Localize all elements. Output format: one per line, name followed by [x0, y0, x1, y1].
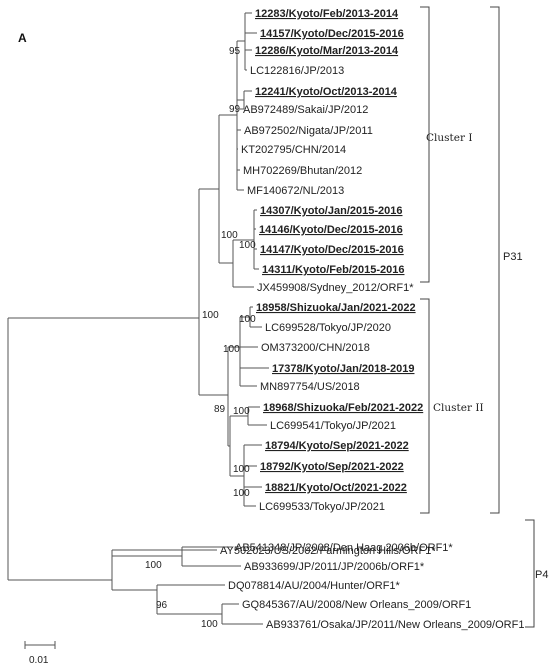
taxon-label-study-strain: 18821/Kyoto/Oct/2021-2022 [265, 482, 407, 494]
bootstrap-value: 100 [233, 488, 250, 499]
bootstrap-value: 89 [214, 404, 226, 415]
taxon-label-reference: LC122816/JP/2013 [250, 65, 344, 77]
cluster-2-bracket: Cluster II [420, 298, 484, 514]
taxon-label-reference: LC699541/Tokyo/JP/2021 [270, 420, 396, 432]
bootstrap-value: 99 [229, 104, 241, 115]
taxon-label-reference: MH702269/Bhutan/2012 [243, 165, 362, 177]
taxon-label-reference: MF140672/NL/2013 [247, 185, 344, 197]
taxon-label-study-strain: 12283/Kyoto/Feb/2013-2014 [255, 8, 399, 20]
taxon-label-study-strain: 14147/Kyoto/Dec/2015-2016 [260, 244, 404, 256]
taxon-label-reference: GQ845367/AU/2008/New Orleans_2009/ORF1 [242, 599, 471, 611]
tree-branches [7, 12, 269, 625]
taxon-label-study-strain: 17378/Kyoto/Jan/2018-2019 [272, 363, 414, 375]
panel-label: A [18, 31, 27, 45]
taxon-label-study-strain: 18792/Kyoto/Sep/2021-2022 [260, 461, 404, 473]
bootstrap-value: 100 [221, 230, 238, 241]
taxon-label-reference: AB933699/JP/2011/JP/2006b/ORF1* [244, 561, 425, 573]
scale-bar-label: 0.01 [29, 655, 49, 666]
cluster-2-label: Cluster II [433, 402, 484, 414]
bootstrap-value: 100 [233, 406, 250, 417]
bootstrap-value: 95 [229, 46, 241, 57]
taxon-label-reference: AY502023/US/2002/Farmington Hills/ORF1* [220, 545, 436, 557]
taxon-label-reference: KT202795/CHN/2014 [241, 144, 346, 156]
taxon-label-study-strain: 12286/Kyoto/Mar/2013-2014 [255, 45, 399, 57]
bootstrap-value: 100 [202, 310, 219, 321]
p4-label: P4 [535, 569, 548, 581]
taxon-label-study-strain: 18968/Shizuoka/Feb/2021-2022 [263, 402, 423, 414]
bootstrap-value: 96 [156, 600, 168, 611]
taxon-label-study-strain: 14157/Kyoto/Dec/2015-2016 [260, 28, 404, 40]
taxon-label-reference: AB541348/JP/2008/Den Haag 2006b/ORF1* [235, 542, 453, 554]
taxon-label-reference: MN897754/US/2018 [260, 381, 360, 393]
taxon-label-study-strain: 14146/Kyoto/Dec/2015-2016 [259, 224, 403, 236]
cluster-1-label: Cluster I [426, 132, 472, 144]
p4-bracket: P4 [525, 519, 548, 628]
taxon-label-reference: LC699533/Tokyo/JP/2021 [259, 501, 385, 513]
p31-bracket: P31 [490, 6, 523, 514]
bootstrap-value: 100 [201, 619, 218, 630]
scale-bar: 0.01 [24, 641, 56, 666]
taxon-label-reference: JX459908/Sydney_2012/ORF1* [257, 282, 414, 294]
cluster-1-bracket: Cluster I [420, 6, 472, 283]
p31-label: P31 [503, 251, 523, 263]
bootstrap-value: 100 [239, 314, 256, 325]
taxon-label-study-strain: 18958/Shizuoka/Jan/2021-2022 [256, 302, 416, 314]
bootstrap-values: 95 99 100 100 100 100 100 89 100 100 100… [145, 46, 256, 630]
bootstrap-value: 100 [223, 344, 240, 355]
taxon-label-study-strain: 14311/Kyoto/Feb/2015-2016 [262, 264, 404, 276]
taxon-label-study-strain: 12241/Kyoto/Oct/2013-2014 [255, 86, 398, 98]
taxon-label-study-strain: 18794/Kyoto/Sep/2021-2022 [265, 440, 409, 452]
taxon-label-reference: AB972502/Nigata/JP/2011 [244, 125, 373, 137]
taxon-label-reference: OM373200/CHN/2018 [261, 342, 370, 354]
taxon-labels: 12283/Kyoto/Feb/2013-2014 14157/Kyoto/Dec… [220, 8, 524, 631]
bootstrap-value: 100 [233, 464, 250, 475]
bootstrap-value: 100 [145, 560, 162, 571]
taxon-label-reference: AB972489/Sakai/JP/2012 [243, 104, 368, 116]
taxon-label-reference: AB933761/Osaka/JP/2011/New Orleans_2009/… [266, 619, 524, 631]
taxon-label-study-strain: 14307/Kyoto/Jan/2015-2016 [260, 205, 402, 217]
taxon-label-reference: LC699528/Tokyo/JP/2020 [265, 322, 391, 334]
bootstrap-value: 100 [239, 240, 256, 251]
taxon-label-reference: DQ078814/AU/2004/Hunter/ORF1* [228, 580, 401, 592]
